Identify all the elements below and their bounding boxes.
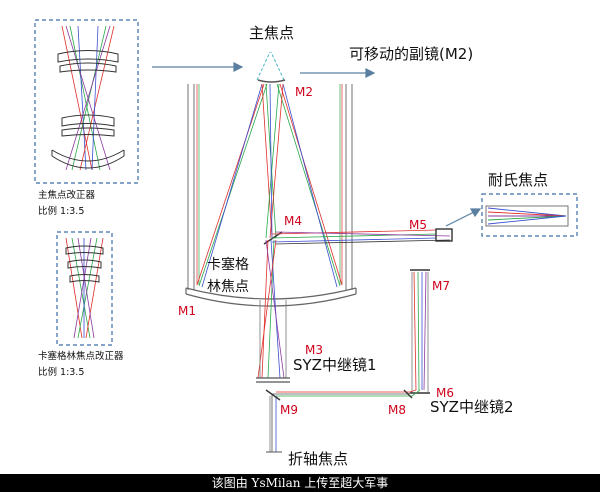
incoming-rays bbox=[196, 84, 343, 285]
m9-label: M9 bbox=[280, 403, 298, 417]
rays-m7-m6 bbox=[411, 271, 429, 392]
syz-relay-2-label: SYZ中继镜2 bbox=[430, 398, 514, 416]
nasmyth-mirror-m5 bbox=[435, 228, 453, 242]
rays-m4-m5 bbox=[271, 229, 451, 245]
nasmyth-arrow bbox=[445, 208, 482, 227]
movable-secondary-label: 可移动的副镜(M2) bbox=[349, 45, 474, 63]
prime-corrector-scale: 比例 1:3.5 bbox=[38, 206, 85, 217]
m8-label: M8 bbox=[388, 403, 406, 417]
prime-corrector-caption: 主焦点改正器 bbox=[38, 190, 96, 201]
cass-corrector-caption: 卡塞格林焦点改正器 bbox=[38, 351, 124, 362]
prime-focus-label: 主焦点 bbox=[249, 24, 295, 42]
m3-label: M3 bbox=[305, 343, 323, 357]
m9-mirror bbox=[265, 389, 281, 401]
cassegrain-focus-label-line2: 林焦点 bbox=[207, 279, 249, 295]
m8-mirror bbox=[403, 389, 413, 399]
nasmyth-focus-inset bbox=[481, 193, 578, 237]
secondary-move-arrow bbox=[300, 68, 376, 78]
cassegrain-focus-label-line1: 卡塞格 bbox=[207, 257, 249, 273]
prime-focus-arrow bbox=[152, 62, 244, 72]
cass-corrector-inset bbox=[56, 231, 113, 346]
syz-relay-1-label: SYZ中继镜1 bbox=[293, 356, 377, 374]
m4-label: M4 bbox=[284, 214, 302, 228]
rays-cass-relay bbox=[257, 239, 287, 379]
m7-label: M7 bbox=[432, 279, 450, 293]
prime-corrector-inset bbox=[34, 19, 139, 184]
m2-label: M2 bbox=[295, 85, 313, 99]
secondary-mirror-m2 bbox=[257, 79, 286, 83]
m6-label: M6 bbox=[436, 386, 454, 400]
rays-m1-m2 bbox=[196, 83, 343, 288]
telescope-tube bbox=[187, 84, 353, 290]
rays-m2-m4 bbox=[261, 83, 284, 239]
prime-focus-cone bbox=[256, 51, 285, 81]
cass-corrector-scale: 比例 1:3.5 bbox=[38, 367, 85, 378]
nasmyth-focus-label: 耐氏焦点 bbox=[488, 171, 549, 189]
folded-focus-label: 折轴焦点 bbox=[288, 450, 349, 468]
telescope-optical-diagram bbox=[34, 19, 578, 453]
syz-relay-1-lens bbox=[256, 377, 290, 383]
m1-label: M1 bbox=[178, 304, 196, 318]
primary-mirror-m1 bbox=[185, 287, 357, 307]
image-credit-footer: 该图由 YsMilan 上传至超大军事 bbox=[0, 474, 600, 492]
rays-m6-m9 bbox=[269, 389, 421, 452]
m5-label: M5 bbox=[409, 218, 427, 232]
